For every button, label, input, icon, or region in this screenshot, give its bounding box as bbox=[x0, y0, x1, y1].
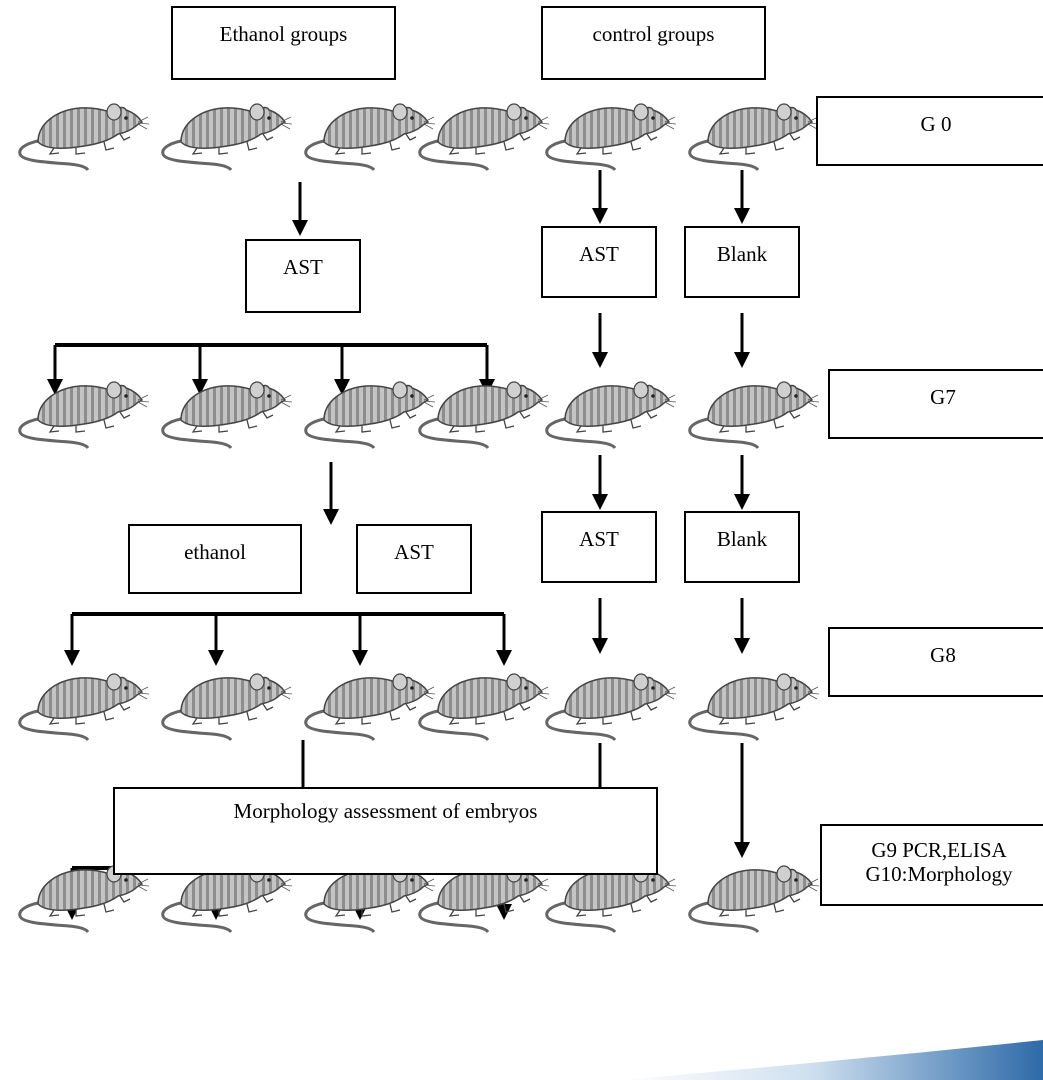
rat-icon-g8-2 bbox=[161, 672, 294, 742]
arrow-bracket-g7-2 bbox=[192, 345, 208, 395]
rat-icon-g7-4 bbox=[418, 380, 551, 450]
control-ast-box-2: AST bbox=[541, 511, 657, 583]
stage-g10-line: G10:Morphology bbox=[865, 862, 1013, 887]
rat-icon-g7-5 bbox=[545, 380, 678, 450]
ethanol-treatment-box: ethanol bbox=[128, 524, 302, 594]
rat-icon-g7-1 bbox=[18, 380, 151, 450]
rat-icon-g9-4 bbox=[418, 864, 551, 934]
rat-icon-g9-5 bbox=[545, 864, 678, 934]
stage-g9-g10-label: G9 PCR,ELISA G10:Morphology bbox=[820, 824, 1043, 906]
arrow-g7-to-control-ast bbox=[592, 455, 608, 510]
arrow-control-to-ast bbox=[592, 170, 608, 224]
stage-g0-label: G 0 bbox=[816, 96, 1043, 166]
rat-icon-g9-3 bbox=[304, 864, 437, 934]
stage-g8-label: G8 bbox=[828, 627, 1043, 697]
rat-icon-g8-4 bbox=[418, 672, 551, 742]
morphology-assessment-box: Morphology assessment of embryos bbox=[113, 787, 658, 875]
arrow-bracket-g8-1 bbox=[64, 614, 80, 666]
rat-icon-g9-2 bbox=[161, 864, 294, 934]
control-blank-box-2: Blank bbox=[684, 511, 800, 583]
control-groups-label: control groups bbox=[541, 6, 766, 80]
rat-icon-g8-5 bbox=[545, 672, 678, 742]
rat-icon-g0-5 bbox=[545, 102, 678, 172]
rat-icon-g0-1 bbox=[18, 102, 151, 172]
rat-icon-g0-4 bbox=[418, 102, 551, 172]
rat-icon-g7-2 bbox=[161, 380, 294, 450]
control-blank-box-1: Blank bbox=[684, 226, 800, 298]
arrow-bracket-g8-3 bbox=[352, 614, 368, 666]
rat-icon-g0-2 bbox=[161, 102, 294, 172]
arrow-bracket-g7-1 bbox=[47, 345, 63, 395]
rat-icon-g0-3 bbox=[304, 102, 437, 172]
arrow-control-to-blank bbox=[734, 170, 750, 224]
arrow-g7-to-control-blank bbox=[734, 455, 750, 510]
rat-icon-g9-6 bbox=[688, 864, 821, 934]
arrow-bracket-g8-2 bbox=[208, 614, 224, 666]
rat-icon-g7-6 bbox=[688, 380, 821, 450]
ethanol-ast-box-1: AST bbox=[245, 239, 361, 313]
rat-icon-g9-1 bbox=[18, 864, 151, 934]
arrow-g8-to-g9-control-blank bbox=[734, 743, 750, 858]
rat-icon-g8-3 bbox=[304, 672, 437, 742]
rat-icon-g0-6 bbox=[688, 102, 821, 172]
arrow-bracket-g8-4 bbox=[496, 614, 512, 666]
ethanol-ast-box-2: AST bbox=[356, 524, 472, 594]
arrow-ast2-to-g8 bbox=[592, 598, 608, 654]
arrow-blank-to-g7 bbox=[734, 313, 750, 368]
rat-icon-g7-3 bbox=[304, 380, 437, 450]
stage-g9-line: G9 PCR,ELISA bbox=[871, 838, 1007, 862]
control-ast-box-1: AST bbox=[541, 226, 657, 298]
rat-icon-g8-1 bbox=[18, 672, 151, 742]
arrow-bracket-g7-3 bbox=[334, 345, 350, 395]
rat-icon-g8-6 bbox=[688, 672, 821, 742]
ethanol-groups-label: Ethanol groups bbox=[171, 6, 396, 80]
arrow-ast-to-g7 bbox=[592, 313, 608, 368]
arrow-g7-to-ethanol-ast bbox=[323, 462, 339, 525]
arrow-blank2-to-g8 bbox=[734, 598, 750, 654]
arrow-ethanol-to-ast bbox=[292, 182, 308, 236]
stage-g7-label: G7 bbox=[828, 369, 1043, 439]
